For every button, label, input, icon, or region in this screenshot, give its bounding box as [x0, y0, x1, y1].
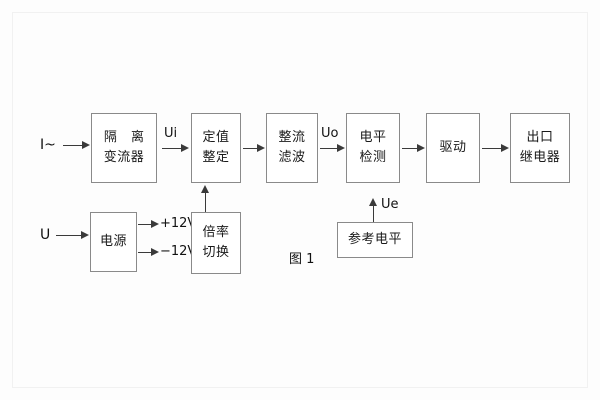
level-to-drive-arrow: [417, 143, 425, 152]
block-rectify-filter-line1: 整流: [278, 129, 306, 145]
plus12v-line: [138, 224, 152, 225]
plus12v-arrow: [151, 219, 159, 228]
uo-line: [320, 148, 338, 149]
block-reference-level[interactable]: 参考电平: [337, 222, 413, 258]
minus12v-arrow: [151, 247, 159, 256]
block-output-relay-line2: 继电器: [519, 150, 561, 165]
input-current-arrow: [82, 140, 90, 149]
drive-to-relay-arrow: [501, 143, 509, 152]
block-isolation-ct[interactable]: 隔 离 变流器: [91, 113, 157, 183]
block-output-relay[interactable]: 出口 继电器: [510, 113, 570, 183]
setting-to-rectify-arrow: [257, 143, 265, 152]
input-voltage-line: [56, 235, 82, 236]
input-voltage-label: U: [40, 227, 51, 243]
block-power-supply-line1: 电源: [99, 234, 127, 250]
block-power-supply[interactable]: 电源: [90, 212, 137, 272]
block-level-detect-line1: 电平: [359, 129, 387, 145]
input-current-label: I~: [40, 137, 56, 153]
ue-arrow: [368, 198, 377, 206]
level-to-drive-line: [402, 148, 418, 149]
block-rectify-filter-line2: 滤波: [278, 150, 306, 165]
drive-to-relay-line: [482, 148, 502, 149]
block-isolation-ct-line1: 隔 离: [103, 129, 150, 145]
signal-ue-label: Ue: [381, 197, 399, 212]
block-isolation-ct-line2: 变流器: [103, 150, 145, 165]
plus12v-label: +12V: [160, 216, 197, 231]
block-rectify-filter[interactable]: 整流 滤波: [266, 113, 318, 183]
ratio-to-setting-line: [205, 192, 206, 212]
signal-ui-label: Ui: [164, 126, 178, 141]
block-setting-adjust-line2: 整定: [202, 150, 230, 165]
block-ratio-switch-line1: 倍率: [202, 224, 230, 240]
ue-line: [373, 205, 374, 222]
diagram-frame: [12, 12, 588, 388]
block-setting-adjust-line1: 定值: [202, 129, 230, 145]
block-reference-level-line1: 参考电平: [347, 232, 402, 248]
ratio-to-setting-arrow: [200, 185, 209, 193]
block-output-relay-line1: 出口: [526, 129, 554, 145]
input-current-line: [63, 145, 83, 146]
block-ratio-switch-line2: 切换: [202, 245, 230, 260]
block-drive-line1: 驱动: [439, 140, 467, 156]
uo-arrow: [337, 143, 345, 152]
ui-arrow: [181, 143, 189, 152]
signal-uo-label: Uo: [321, 126, 339, 141]
ui-line: [162, 148, 182, 149]
block-drive[interactable]: 驱动: [426, 113, 480, 183]
block-ratio-switch[interactable]: 倍率 切换: [191, 212, 241, 274]
block-setting-adjust[interactable]: 定值 整定: [191, 113, 241, 183]
block-level-detect[interactable]: 电平 检测: [346, 113, 400, 183]
minus12v-line: [138, 252, 152, 253]
setting-to-rectify-line: [243, 148, 258, 149]
block-level-detect-line2: 检测: [359, 150, 387, 165]
minus12v-label: −12V: [160, 244, 197, 259]
input-voltage-arrow: [81, 230, 89, 239]
figure-caption: 图 1: [289, 252, 315, 267]
